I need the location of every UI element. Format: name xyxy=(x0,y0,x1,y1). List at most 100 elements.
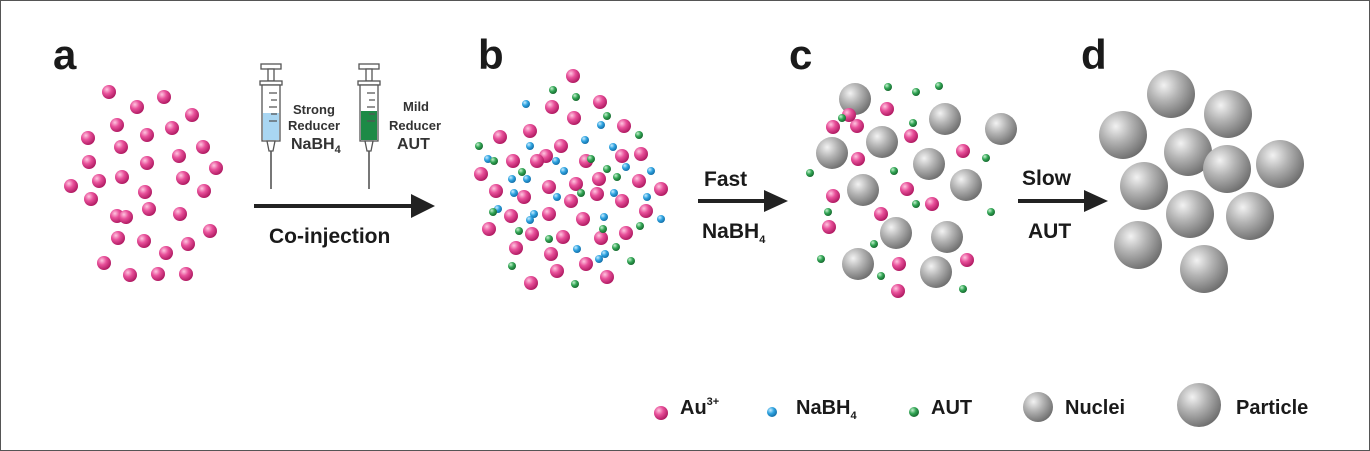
aut-molecule xyxy=(515,227,523,235)
particle xyxy=(1114,221,1162,269)
au-ion xyxy=(197,184,211,198)
au-ion xyxy=(579,257,593,271)
slow-arrow-icon xyxy=(1018,190,1108,212)
legend-particle-marker xyxy=(1177,383,1221,427)
nucleus xyxy=(866,126,898,158)
legend-au-marker xyxy=(654,406,668,420)
panel-label-a: a xyxy=(53,31,77,78)
au-ion xyxy=(123,268,137,282)
particle xyxy=(1204,90,1252,138)
aut-molecule xyxy=(508,262,516,270)
legend-nuclei-marker xyxy=(1023,392,1053,422)
au-ion xyxy=(639,204,653,218)
nabh4-molecule xyxy=(560,167,568,175)
au-ion xyxy=(151,267,165,281)
nabh4-molecule xyxy=(510,189,518,197)
au-ion xyxy=(617,119,631,133)
au-ion xyxy=(474,167,488,181)
au-ion xyxy=(564,194,578,208)
au-ion xyxy=(523,124,537,138)
aut-molecule xyxy=(912,88,920,96)
strong-reducer-reagent: NaBH4 xyxy=(291,136,342,156)
panel-label-c: c xyxy=(789,31,812,78)
nabh4-molecule xyxy=(609,143,617,151)
particle xyxy=(1120,162,1168,210)
aut-molecule xyxy=(489,208,497,216)
au-ion xyxy=(525,227,539,241)
aut-molecule xyxy=(817,255,825,263)
legend-particle-label: Particle xyxy=(1236,397,1308,419)
fast-arrow-icon xyxy=(698,190,788,212)
nabh4-molecule xyxy=(622,163,630,171)
particle xyxy=(1226,192,1274,240)
nabh4-molecule xyxy=(573,245,581,253)
aut-molecule xyxy=(587,155,595,163)
legend-aut-marker xyxy=(909,407,919,417)
au-ion xyxy=(600,270,614,284)
au-ion xyxy=(567,111,581,125)
coinjection-label: Co-injection xyxy=(269,225,390,248)
au-ion xyxy=(81,131,95,145)
nabh4-molecule xyxy=(657,215,665,223)
mild-reducer-label-line2: Reducer xyxy=(389,118,441,133)
aut-molecule xyxy=(613,173,621,181)
au-ion xyxy=(891,284,905,298)
legend-nuclei-label: Nuclei xyxy=(1065,397,1125,419)
au-ion xyxy=(165,121,179,135)
slow-arrow-label-top: Slow xyxy=(1022,167,1072,190)
legend-aut-label: AUT xyxy=(931,397,972,419)
au-ion xyxy=(554,139,568,153)
nabh4-molecule xyxy=(643,193,651,201)
au-ion xyxy=(181,237,195,251)
au-ion xyxy=(904,129,918,143)
aut-molecule xyxy=(884,83,892,91)
au-ion xyxy=(960,253,974,267)
au-ion xyxy=(84,192,98,206)
mild-reducer-reagent: AUT xyxy=(397,136,430,153)
particle xyxy=(1166,190,1214,238)
au-ion xyxy=(550,264,564,278)
particle xyxy=(1147,70,1195,118)
aut-molecule xyxy=(577,189,585,197)
au-ion xyxy=(179,267,193,281)
au-ion xyxy=(544,247,558,261)
au-ion xyxy=(822,220,836,234)
aut-molecule xyxy=(603,165,611,173)
au-ion xyxy=(196,140,210,154)
coinjection-arrow-icon xyxy=(254,194,435,218)
nabh4-molecule xyxy=(526,142,534,150)
legend-nabh4-marker xyxy=(767,407,777,417)
au-ion xyxy=(159,246,173,260)
au-ion xyxy=(826,189,840,203)
nucleus xyxy=(913,148,945,180)
au-ion xyxy=(556,230,570,244)
nucleus xyxy=(950,169,982,201)
legend-nabh4-label: NaBH4 xyxy=(796,397,857,422)
nabh4-molecule xyxy=(597,121,605,129)
au-ion xyxy=(892,257,906,271)
au-ion xyxy=(542,180,556,194)
panel-d-particles xyxy=(1099,70,1304,293)
aut-molecule xyxy=(549,86,557,94)
nabh4-molecule xyxy=(530,210,538,218)
nucleus xyxy=(847,174,879,206)
particle xyxy=(1099,111,1147,159)
au-ion xyxy=(137,234,151,248)
au-ion xyxy=(176,171,190,185)
au-ion xyxy=(925,197,939,211)
au-ion xyxy=(157,90,171,104)
au-ion xyxy=(185,108,199,122)
au-ion xyxy=(900,182,914,196)
au-ion xyxy=(615,194,629,208)
au-ion xyxy=(82,155,96,169)
nabh4-molecule xyxy=(581,136,589,144)
mild-reducer-syringe-icon xyxy=(357,63,381,189)
aut-molecule xyxy=(627,257,635,265)
au-ion xyxy=(530,154,544,168)
au-ion xyxy=(576,212,590,226)
au-ion xyxy=(545,100,559,114)
panel-c-particles xyxy=(806,82,1017,298)
aut-molecule xyxy=(909,119,917,127)
particle xyxy=(1203,145,1251,193)
